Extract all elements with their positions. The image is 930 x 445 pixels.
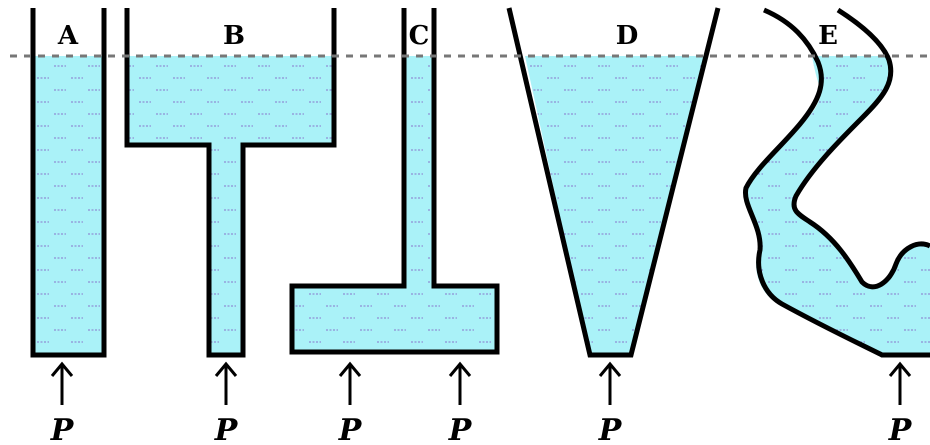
label-b: B [223,21,245,51]
pressure-arrow-b: P [214,361,239,445]
water-c [292,56,497,352]
wall-e-left [743,7,930,358]
water-b [129,56,334,355]
container-d: D [506,7,721,358]
pressure-label-b: P [214,413,239,445]
pressure-label-c-right: P [448,413,473,445]
container-c: C [289,8,500,355]
water-d [525,56,705,355]
label-c: C [409,21,430,51]
walls-d [506,7,721,358]
container-b: B [124,8,337,358]
walls-b [124,8,337,358]
water-a [35,56,102,355]
label-a: A [57,21,79,51]
pressure-arrow-c-left: P [338,361,363,445]
container-e: E [743,7,930,358]
wall-e-right [791,7,930,290]
pressure-arrow-c-right: P [448,361,473,445]
pressure-arrow-a: P [50,361,75,445]
pressure-label-e: P [888,413,913,445]
pressure-label-c-left: P [338,413,363,445]
container-a: A [30,8,107,358]
pressure-arrow-d: P [598,361,623,445]
pressure-label-a: P [50,413,75,445]
water-e [744,56,930,355]
walls-c [289,8,500,355]
label-e: E [818,21,838,51]
pressure-arrow-e: P [888,361,913,445]
pressure-label-d: P [598,413,623,445]
walls-a [30,8,107,358]
label-d: D [616,21,639,51]
